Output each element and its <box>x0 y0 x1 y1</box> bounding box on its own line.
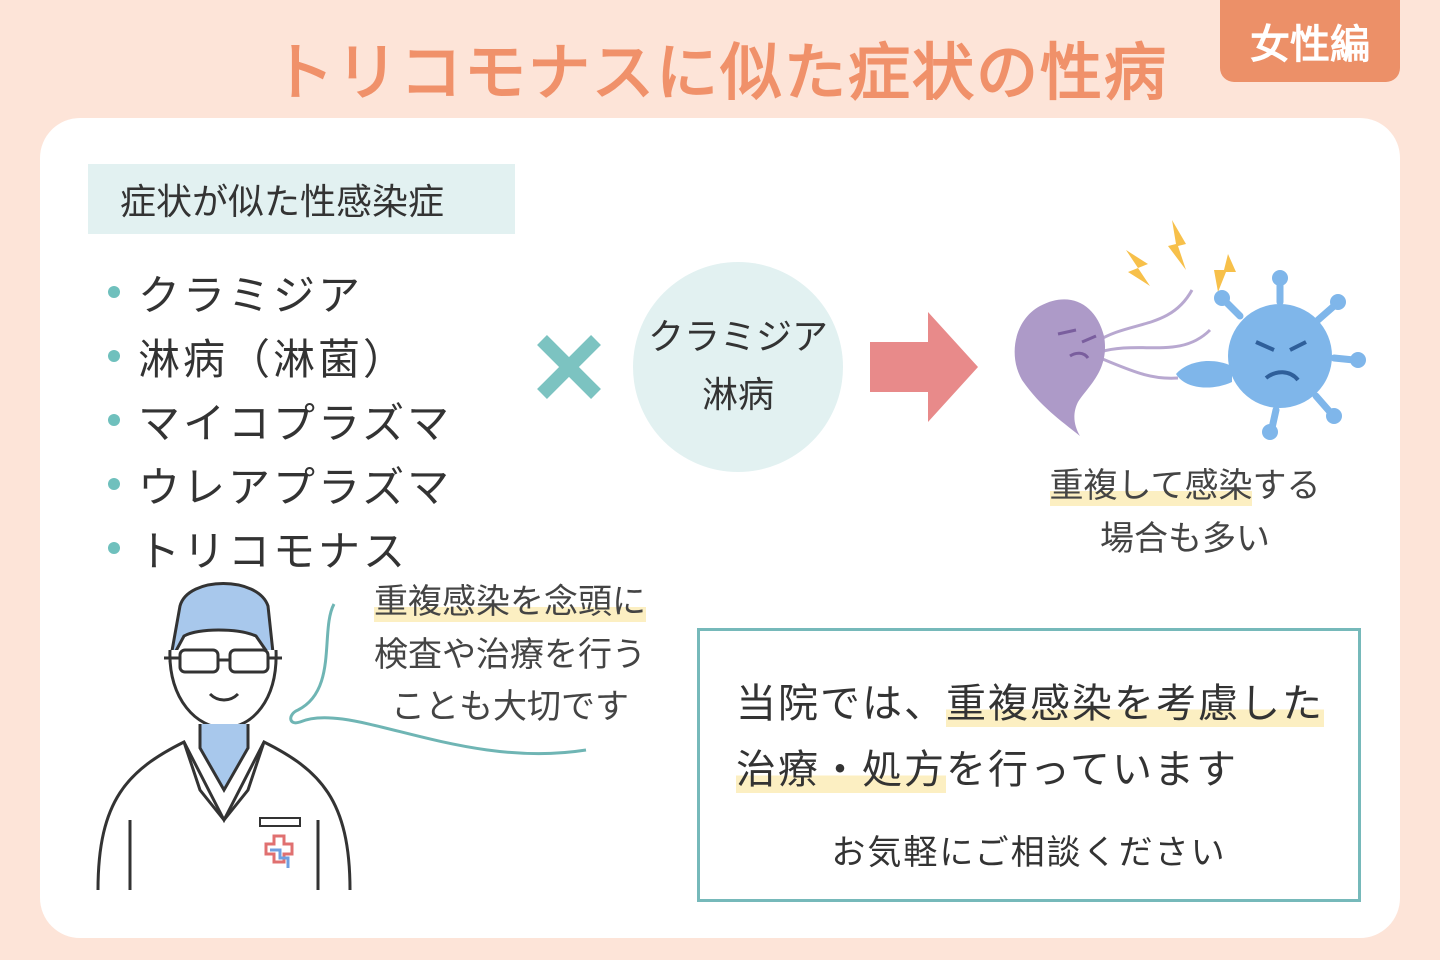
bullet-dot <box>108 542 120 554</box>
section-label-text: 症状が似た性感染症 <box>120 182 445 223</box>
notice-sub: お気軽にご相談ください <box>831 833 1227 873</box>
result-line2: 場合も多い <box>1100 518 1270 559</box>
bullet-dot <box>108 350 120 362</box>
speech-line <box>289 603 587 756</box>
disease-name: クラミジア <box>138 270 364 320</box>
speech-line3: ことも大切です <box>391 687 629 728</box>
list-item: クラミジア <box>108 260 452 324</box>
notice-line1-pre: 当院では、 <box>736 681 946 727</box>
bullet-dot <box>108 286 120 298</box>
result-rest: する <box>1252 466 1321 506</box>
notice-line1-highlight: 重複感染を考慮した <box>946 681 1324 727</box>
list-item: 淋病（淋菌） <box>108 324 452 388</box>
speech-line1: 重複感染を念頭に <box>374 582 646 622</box>
bullet-dot <box>108 478 120 490</box>
disease-name: マイコプラズマ <box>138 398 453 448</box>
list-item: トリコモナス <box>108 516 452 580</box>
disease-name: 淋病（淋菌） <box>138 334 409 384</box>
right-arrow-icon <box>870 312 978 422</box>
germs-illustration <box>1014 220 1366 440</box>
bullet-dot <box>108 414 120 426</box>
combo-circle: クラミジア 淋病 <box>633 262 843 472</box>
doctor-speech: 重複感染を念頭に 検査や治療を行う ことも大切です <box>340 576 680 734</box>
disease-name: ウレアプラズマ <box>138 462 453 512</box>
category-badge: 女性編 <box>1220 0 1400 82</box>
doctor-illustration <box>96 582 352 891</box>
result-highlight: 重複して感染 <box>1049 466 1253 506</box>
page-title: トリコモナスに似た症状の性病 <box>271 36 1168 109</box>
notice-box: 当院では、重複感染を考慮した 治療・処方を行っています お気軽にご相談ください <box>697 628 1361 902</box>
result-text: 重複して感染する 場合も多い <box>1000 460 1370 565</box>
list-item: マイコプラズマ <box>108 388 452 452</box>
section-label: 症状が似た性感染症 <box>88 164 515 234</box>
notice-line2-post: を行っています <box>946 747 1238 793</box>
notice-line2-highlight: 治療・処方 <box>736 747 946 793</box>
list-item: ウレアプラズマ <box>108 452 452 516</box>
disease-name: トリコモナス <box>138 526 409 576</box>
combo-line1: クラミジア <box>647 317 828 359</box>
combo-line2: 淋病 <box>701 375 774 416</box>
speech-line2: 検査や治療を行う <box>374 634 646 675</box>
multiply-icon <box>537 335 601 399</box>
disease-list: クラミジア 淋病（淋菌） マイコプラズマ ウレアプラズマ トリコモナス <box>108 260 452 580</box>
